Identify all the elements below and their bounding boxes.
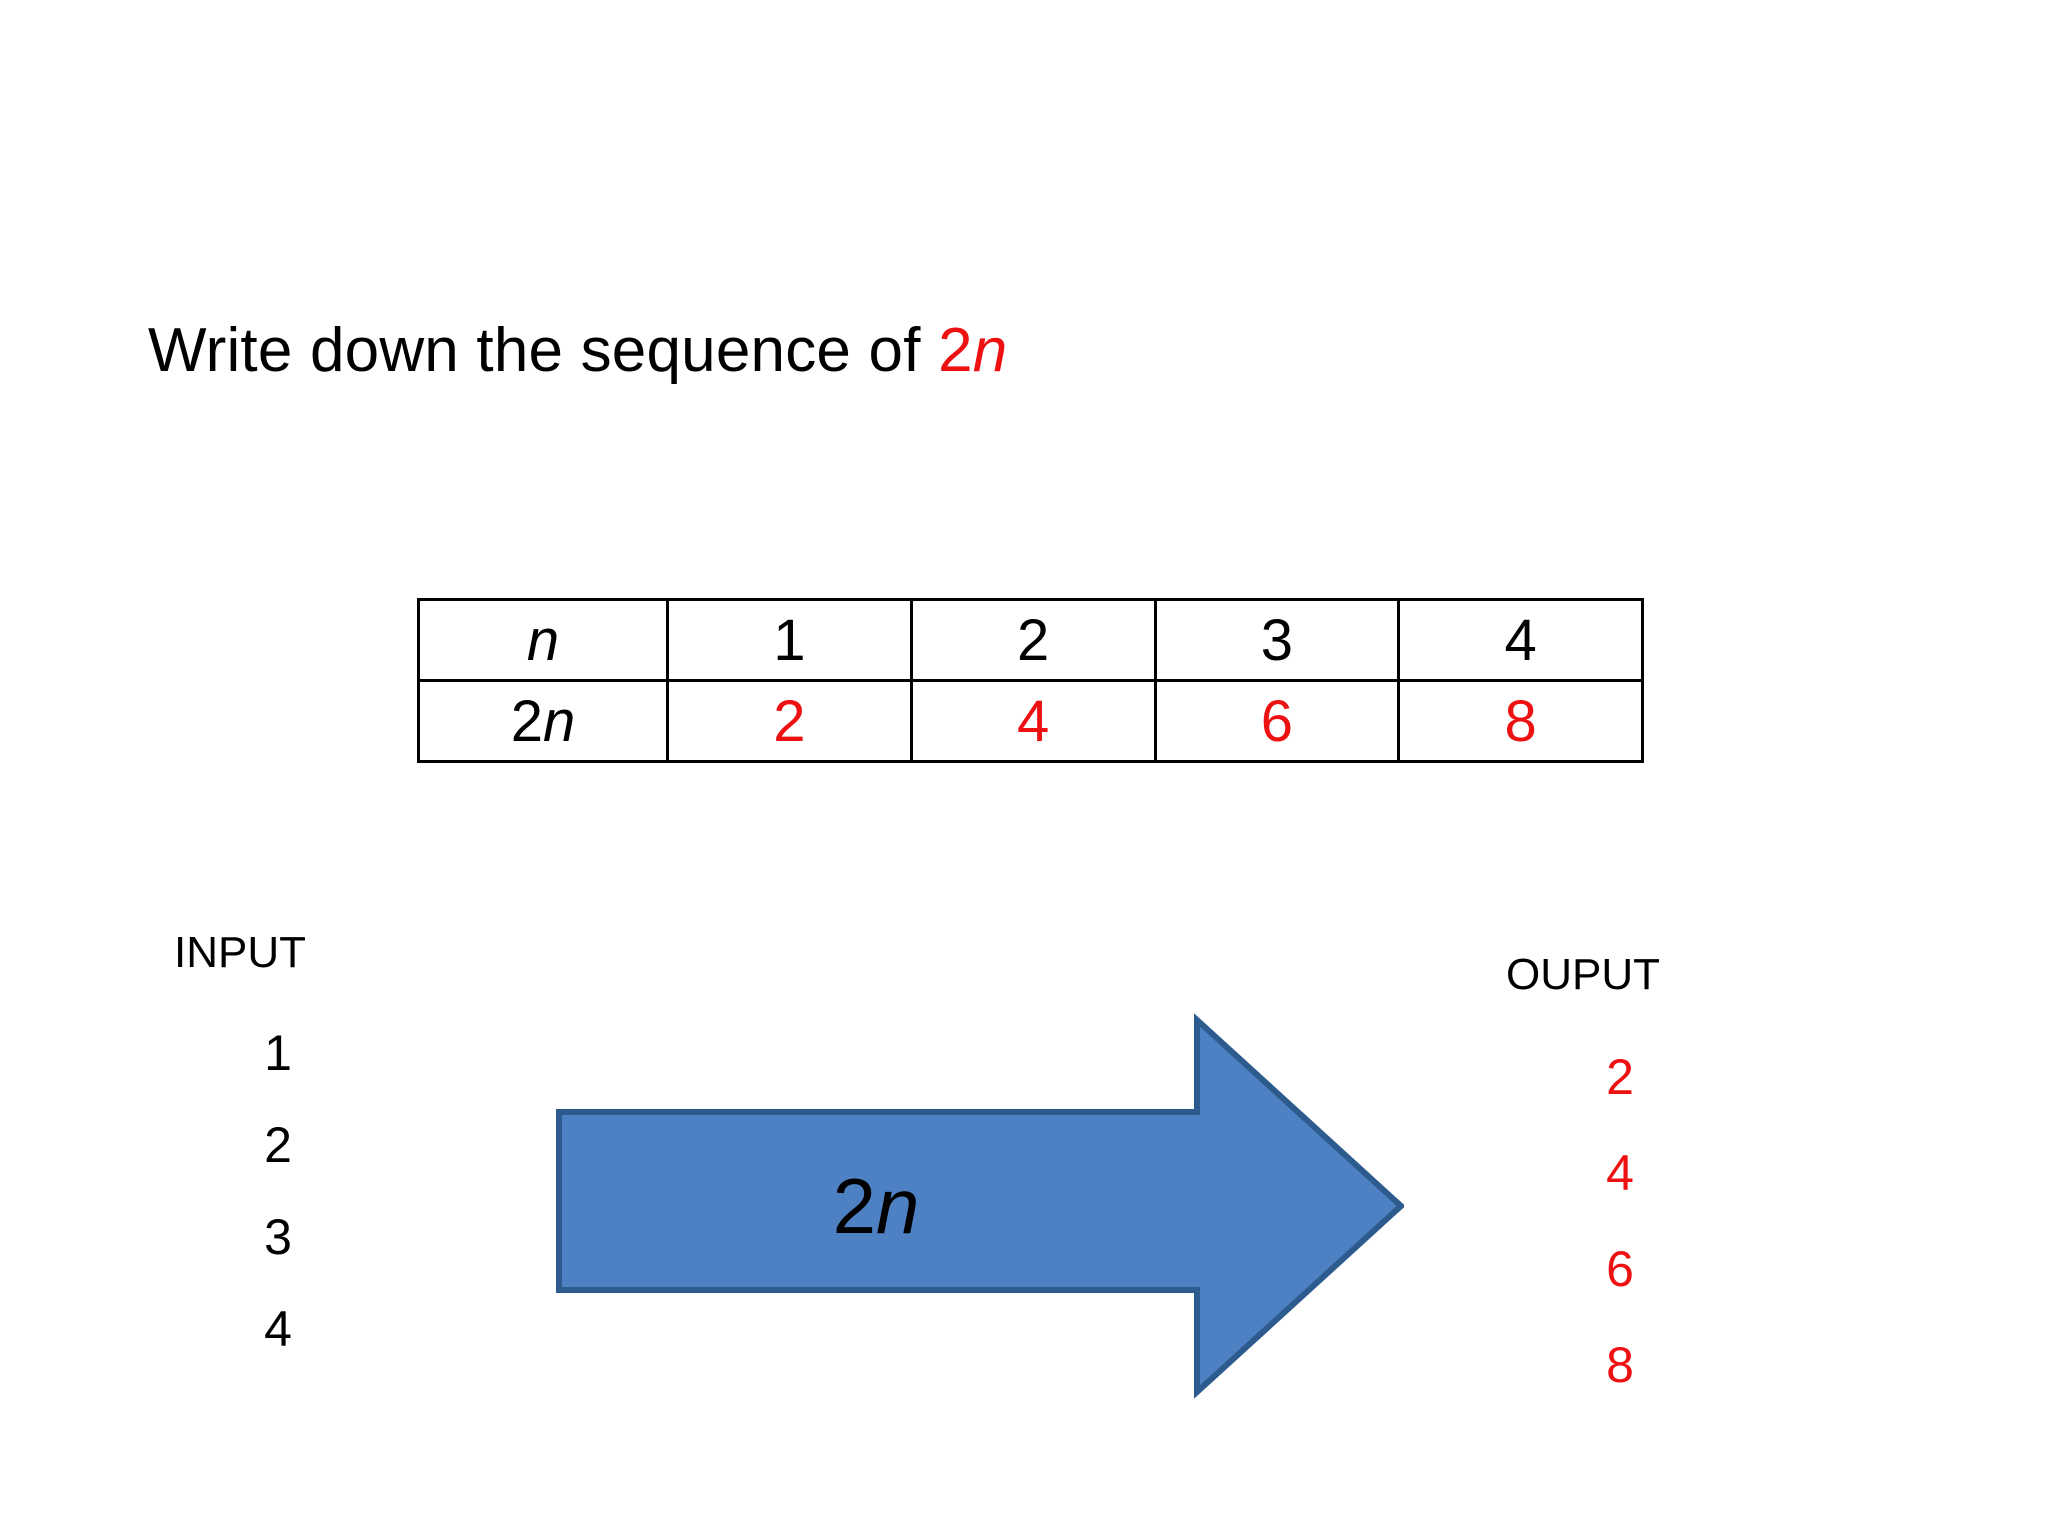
page-title-prefix: Write down the sequence of	[148, 316, 939, 385]
input-column: INPUT 1 2 3 4	[168, 928, 388, 1396]
output-value-3: 6	[1606, 1241, 1634, 1297]
table-cell-n-3: 3	[1153, 598, 1401, 682]
arrow-right-icon	[556, 1013, 1404, 1399]
output-label: OUPUT	[1506, 950, 1660, 999]
table-cell-2n-4: 8	[1397, 679, 1644, 763]
input-value-2: 2	[264, 1117, 292, 1173]
page-title: Write down the sequence of 2n	[148, 318, 1007, 383]
page-title-expression-variable: n	[972, 316, 1008, 385]
input-value-1: 1	[264, 1025, 292, 1081]
input-label: INPUT	[174, 928, 306, 977]
page-title-expression-coefficient: 2	[938, 316, 973, 385]
table-header-2n: 2n	[417, 679, 669, 763]
table-cell-n-1: 1	[666, 598, 913, 682]
table-cell-2n-2: 4	[909, 679, 1157, 763]
output-column: OUPUT 2 4 6 8	[1500, 950, 1740, 1436]
output-value-4: 8	[1606, 1337, 1634, 1393]
table-row-n: n 1 2 3 4	[417, 598, 1644, 682]
table-cell-2n-1: 2	[666, 679, 913, 763]
sequence-table: n 1 2 3 4 2n 2 4 6 8	[417, 598, 1644, 763]
table-cell-2n-3: 6	[1153, 679, 1401, 763]
table-cell-n-4: 4	[1397, 598, 1644, 682]
output-value-1: 2	[1606, 1049, 1634, 1105]
output-value-2: 4	[1606, 1145, 1634, 1201]
input-value-3: 3	[264, 1209, 292, 1265]
arrow-shape	[556, 1013, 1404, 1399]
table-header-n: n	[417, 598, 669, 682]
page-title-expression: 2n	[938, 316, 1007, 385]
input-value-4: 4	[264, 1301, 292, 1357]
table-row-2n: 2n 2 4 6 8	[417, 679, 1644, 763]
table-cell-n-2: 2	[909, 598, 1157, 682]
